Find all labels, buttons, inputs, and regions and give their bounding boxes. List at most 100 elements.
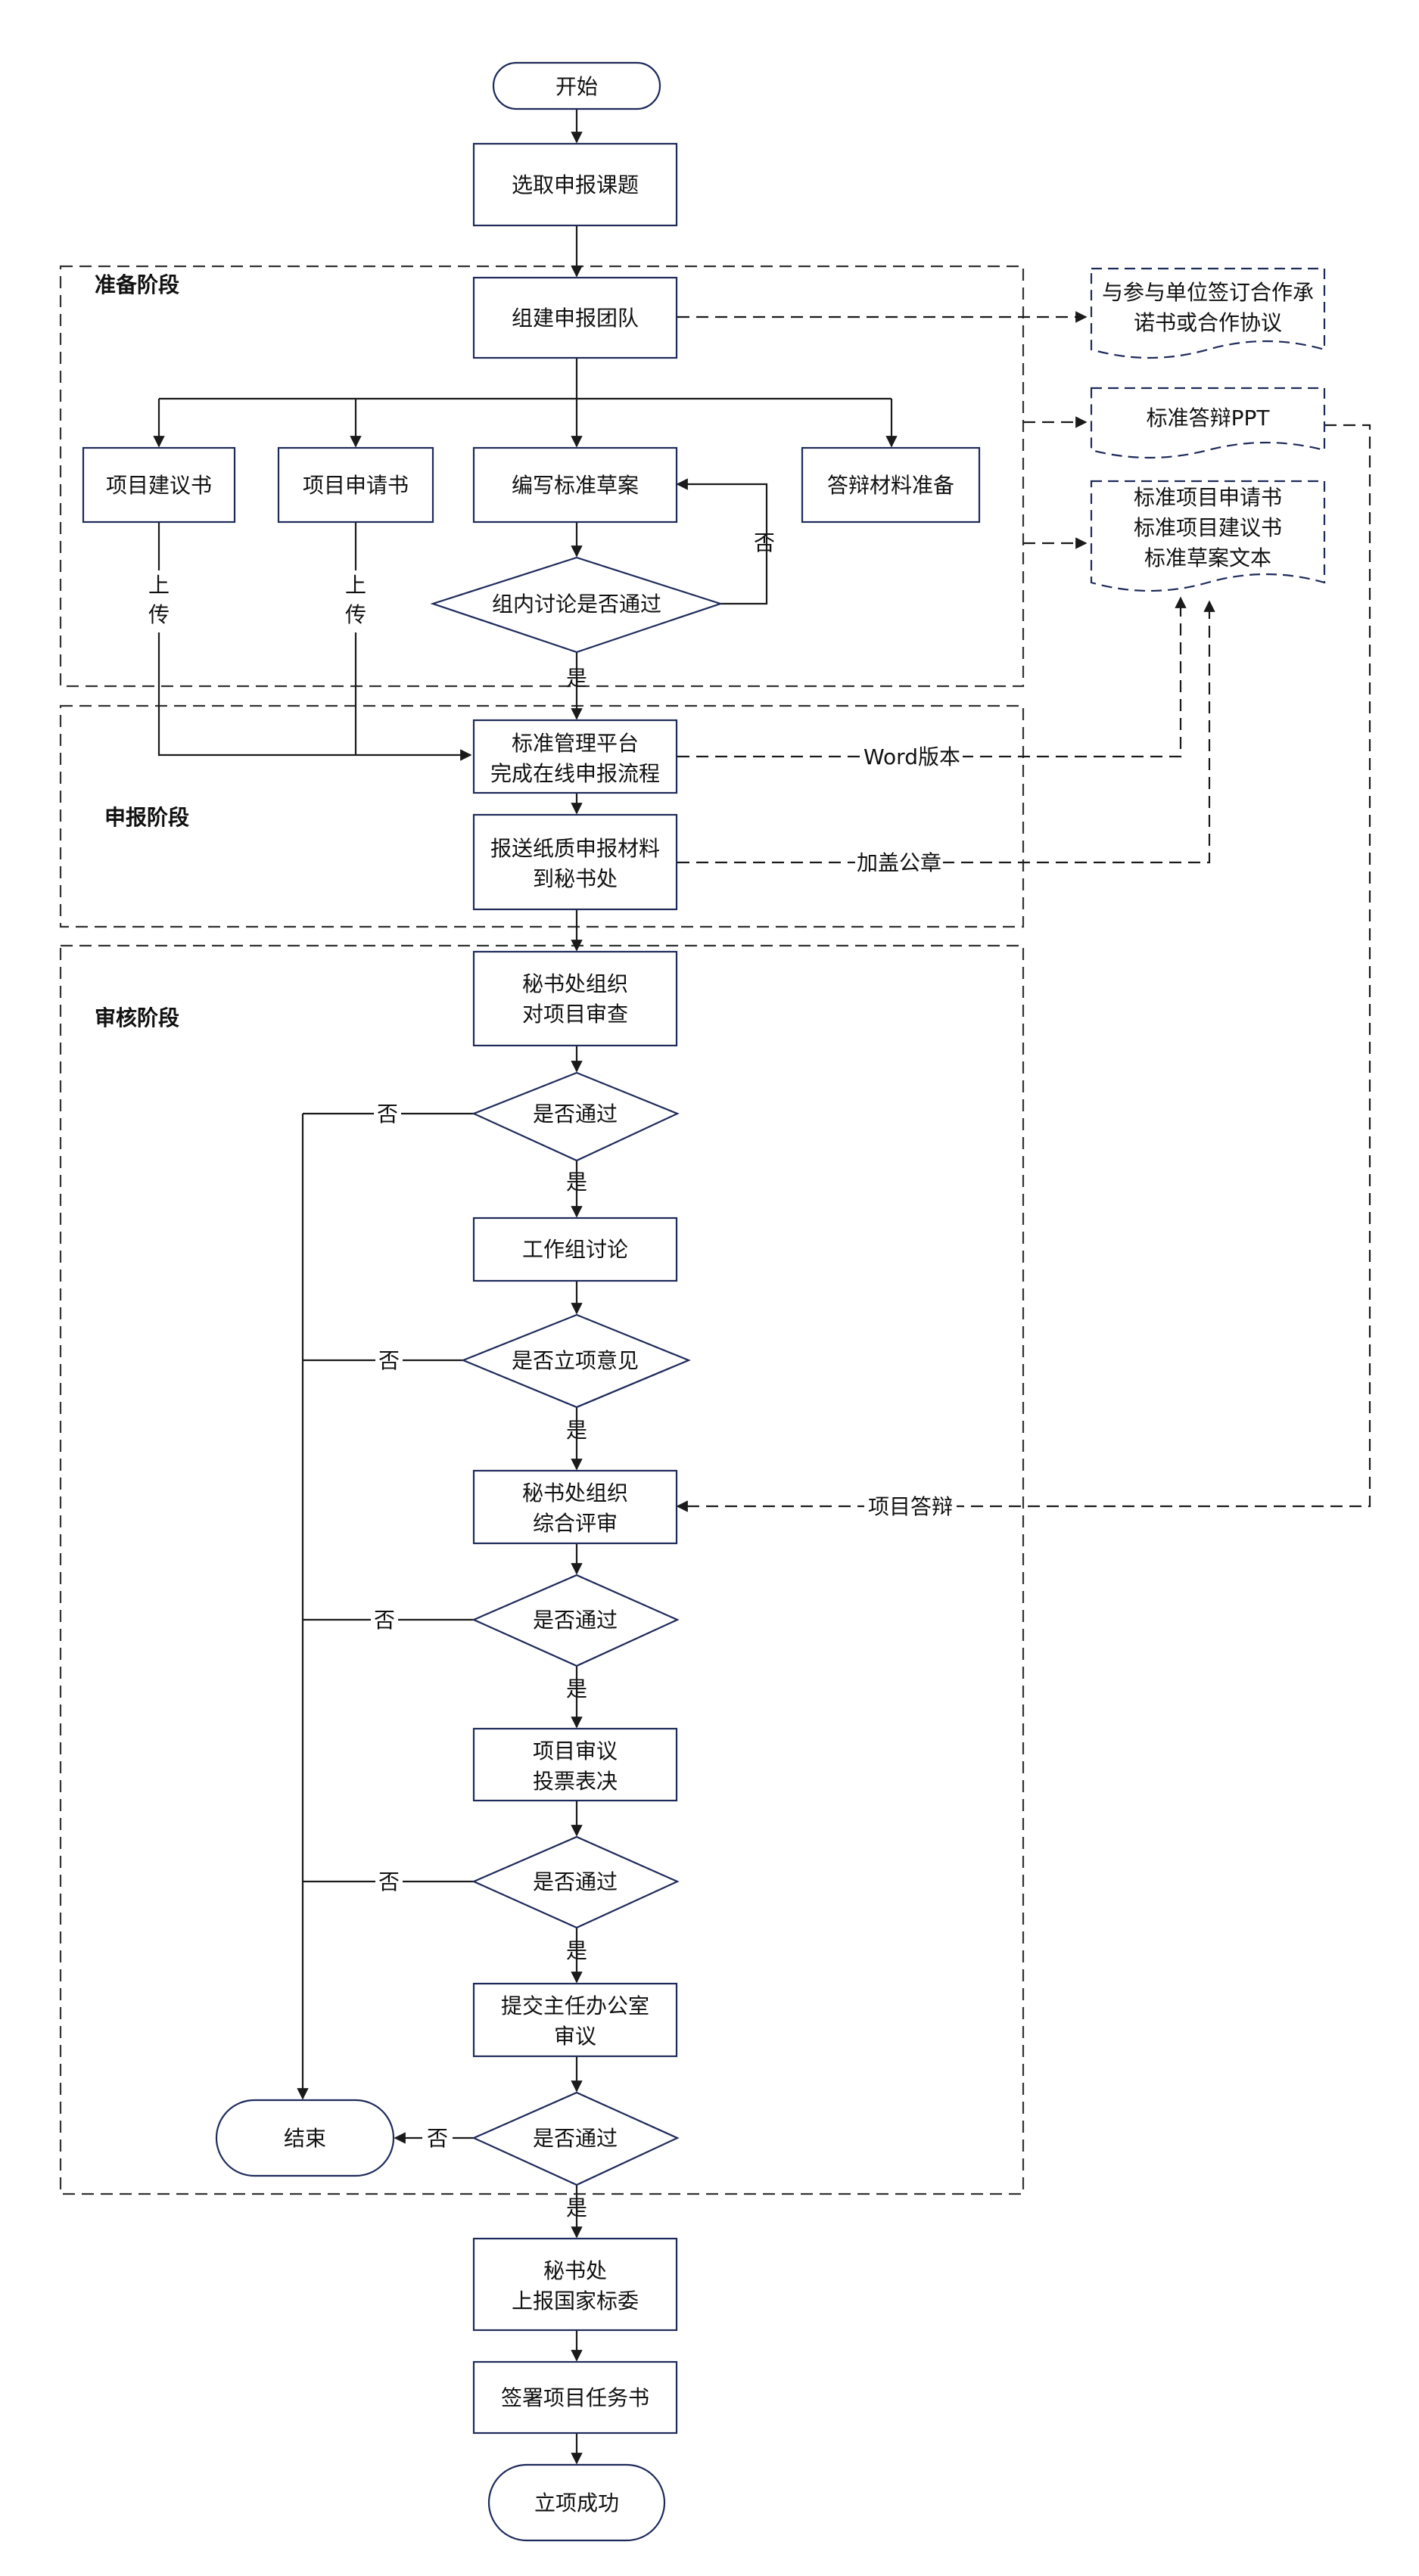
doc-texts-line-1: 标准项目申请书 — [1134, 485, 1282, 510]
node-report-national: 秘书处 上报国家标委 — [472, 2237, 678, 2332]
node-success: 立项成功 — [487, 2463, 666, 2542]
node-start: 开始 — [492, 61, 661, 110]
node-office-review-line-2: 审议 — [554, 2024, 596, 2049]
label-review-yes: 是 — [566, 1676, 587, 1701]
label-upload-proposal-1: 上 — [148, 573, 170, 598]
label-loop-no: 否 — [754, 530, 775, 555]
node-wg-discuss-label: 工作组讨论 — [522, 1237, 628, 1262]
node-comprehensive-review-line-2: 综合评审 — [533, 1511, 618, 1536]
node-application: 项目申请书 — [277, 446, 434, 524]
node-review-pass: 是否通过 — [471, 1574, 680, 1667]
label-office-yes: 是 — [566, 2195, 587, 2220]
node-submit-paper: 报送纸质申报材料 到秘书处 — [472, 813, 678, 911]
node-draft-standard: 编写标准草案 — [472, 446, 678, 524]
node-end-label: 结束 — [284, 2126, 326, 2151]
node-office-pass: 是否通过 — [471, 2091, 680, 2186]
edge-platform-word — [677, 596, 1187, 758]
edge-ppt-defense — [676, 424, 1371, 1512]
doc-texts-line-3: 标准草案文本 — [1144, 545, 1271, 570]
doc-ppt-label: 标准答辩PPT — [1147, 406, 1271, 430]
node-end: 结束 — [215, 2099, 395, 2177]
label-opinion-yes: 是 — [566, 1418, 587, 1443]
label-stamp: 加盖公章 — [857, 850, 941, 875]
label-opinion-no: 否 — [378, 1348, 400, 1373]
label-defense: 项目答辩 — [868, 1494, 953, 1519]
node-report-national-line-1: 秘书处 — [543, 2258, 607, 2283]
label-upload-application-2: 传 — [345, 602, 366, 627]
doc-agreement-line-1: 与参与单位签订合作承 — [1102, 280, 1314, 305]
flow-nodes: 开始 选取申报课题 组建申报团队 项目建议书 项目申请书 编写标准草案 答辩材料… — [82, 61, 981, 2542]
stage-label-prepare: 准备阶段 — [95, 272, 179, 297]
node-vote-pass-label: 是否通过 — [533, 1869, 618, 1894]
doc-agreement-line-2: 诺书或合作协议 — [1134, 310, 1282, 335]
node-proposal: 项目建议书 — [82, 446, 236, 524]
edge-proposal-upload — [157, 522, 472, 761]
node-submit-paper-line-1: 报送纸质申报材料 — [490, 836, 660, 861]
label-vote-yes: 是 — [566, 1938, 587, 1963]
doc-agreement: 与参与单位签订合作承 诺书或合作协议 — [1090, 267, 1326, 359]
node-sign-task: 签署项目任务书 — [472, 2360, 678, 2435]
node-platform: 标准管理平台 完成在线申报流程 — [472, 719, 678, 794]
node-secretariat-check-line-1: 秘书处组织 — [522, 971, 628, 996]
node-office-review-line-1: 提交主任办公室 — [501, 1993, 649, 2018]
label-word-version: Word版本 — [864, 744, 960, 769]
node-select-topic-label: 选取申报课题 — [512, 172, 639, 197]
node-review-pass-label: 是否通过 — [533, 1608, 618, 1633]
node-approve-opinion-label: 是否立项意见 — [512, 1348, 639, 1373]
node-secretariat-check-line-2: 对项目审查 — [522, 1002, 628, 1027]
edge-paper-stamp — [677, 600, 1215, 864]
stage-label-apply: 申报阶段 — [104, 805, 189, 830]
stage-frame-prepare — [59, 265, 1025, 688]
label-check-no: 否 — [377, 1102, 398, 1126]
node-submit-paper-line-2: 到秘书处 — [533, 866, 618, 891]
node-check-pass-label: 是否通过 — [533, 1102, 618, 1126]
node-form-team: 组建申报团队 — [472, 276, 678, 359]
doc-ppt: 标准答辩PPT — [1090, 387, 1326, 459]
node-sign-task-label: 签署项目任务书 — [501, 2385, 649, 2410]
stage-label-review: 审核阶段 — [95, 1005, 179, 1030]
node-success-label: 立项成功 — [534, 2491, 619, 2515]
document-shapes: 与参与单位签订合作承 诺书或合作协议 标准答辩PPT 标准项目申请书 标准项目建… — [1090, 267, 1326, 592]
node-vote-line-1: 项目审议 — [533, 1739, 618, 1763]
label-office-no: 否 — [427, 2126, 448, 2151]
edge-labels: 否 是 上 传 上 传 Word版本 加盖公章 项目答辩 是 是 是 是 是 否… — [145, 530, 963, 2220]
node-check-pass: 是否通过 — [471, 1071, 680, 1162]
label-check-yes: 是 — [566, 1170, 587, 1195]
node-comprehensive-review: 秘书处组织 综合评审 — [472, 1469, 678, 1545]
node-form-team-label: 组建申报团队 — [512, 306, 639, 331]
node-vote-pass: 是否通过 — [471, 1835, 680, 1929]
node-platform-line-2: 完成在线申报流程 — [490, 761, 660, 786]
node-draft-standard-label: 编写标准草案 — [512, 473, 639, 498]
doc-texts: 标准项目申请书 标准项目建议书 标准草案文本 — [1090, 480, 1326, 592]
node-comprehensive-review-line-1: 秘书处组织 — [522, 1481, 628, 1506]
node-group-pass: 组内讨论是否通过 — [430, 556, 724, 654]
node-report-national-line-2: 上报国家标委 — [512, 2289, 639, 2313]
label-review-no: 否 — [374, 1608, 395, 1633]
node-application-label: 项目申请书 — [303, 473, 409, 498]
node-proposal-label: 项目建议书 — [106, 473, 212, 498]
node-start-label: 开始 — [555, 74, 598, 99]
edge-group-no-loop — [676, 478, 768, 605]
node-defense-prep-label: 答辩材料准备 — [827, 473, 954, 498]
node-vote: 项目审议 投票表决 — [472, 1727, 678, 1802]
doc-texts-line-2: 标准项目建议书 — [1134, 515, 1282, 540]
node-platform-line-1: 标准管理平台 — [512, 731, 639, 756]
stage-frame-apply — [59, 704, 1025, 928]
node-vote-line-2: 投票表决 — [533, 1769, 618, 1794]
node-secretariat-check: 秘书处组织 对项目审查 — [472, 950, 678, 1047]
node-select-topic: 选取申报课题 — [472, 142, 678, 227]
dashed-connectors — [676, 311, 1371, 1512]
label-vote-no: 否 — [378, 1869, 400, 1894]
node-wg-discuss: 工作组讨论 — [472, 1217, 678, 1282]
node-defense-prep: 答辩材料准备 — [801, 446, 981, 524]
label-upload-proposal-2: 传 — [148, 602, 170, 627]
node-office-pass-label: 是否通过 — [533, 2126, 618, 2151]
stage-frame-review — [59, 944, 1025, 2195]
label-group-yes: 是 — [566, 666, 587, 691]
node-office-review: 提交主任办公室 审议 — [472, 1982, 678, 2058]
node-approve-opinion: 是否立项意见 — [461, 1313, 691, 1409]
label-upload-application-1: 上 — [345, 573, 366, 598]
node-group-pass-label: 组内讨论是否通过 — [492, 592, 661, 617]
